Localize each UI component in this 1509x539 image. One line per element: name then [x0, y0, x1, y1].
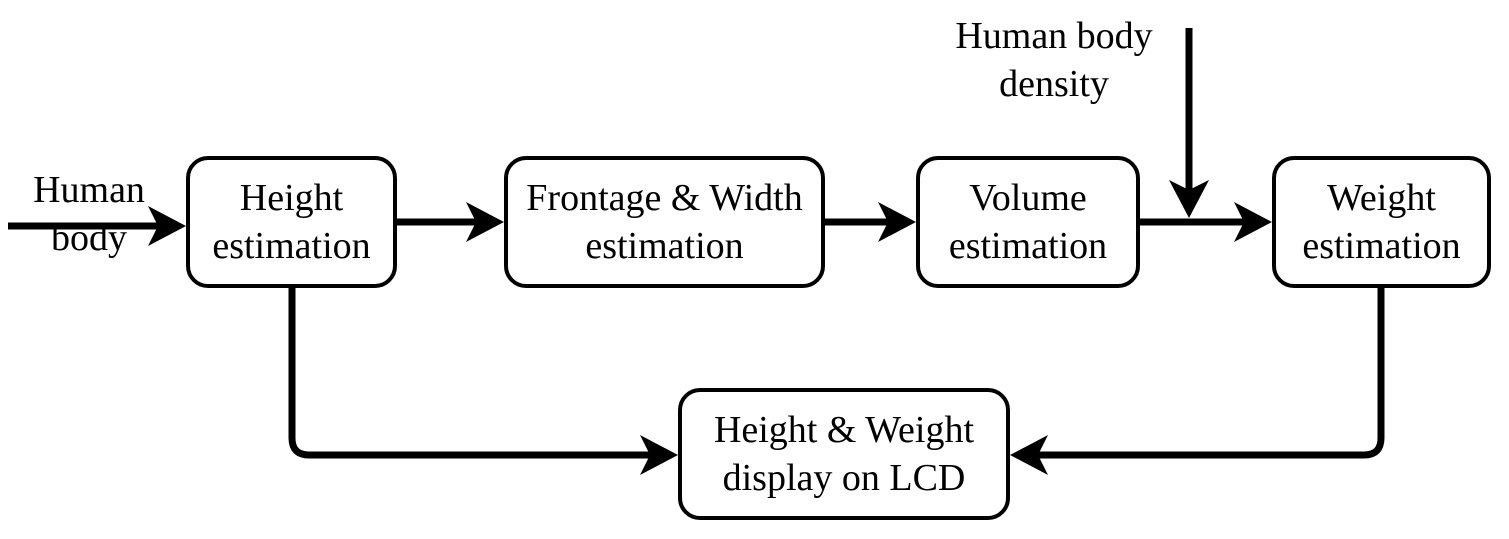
input-arrow-body-density: [1169, 28, 1209, 218]
human-body-label: Human body: [33, 169, 145, 259]
arrow-weight-to-display: [1010, 288, 1385, 475]
volume-estimation-block: Volume estimation: [916, 156, 1140, 288]
arrow-volume-to-weight: [1140, 202, 1272, 242]
frontage-width-estimation-block: Frontage & Width estimation: [504, 156, 825, 288]
input-arrow-human-body: [8, 206, 186, 246]
human-body-density-label: Human body density: [955, 15, 1153, 105]
arrow-height-to-frontage: [397, 202, 504, 242]
arrow-frontage-to-volume: [825, 202, 916, 242]
weight-estimation-block: Weight estimation: [1272, 156, 1491, 288]
arrow-height-to-display: [288, 288, 678, 475]
height-weight-display-block: Height & Weight display on LCD: [678, 388, 1010, 520]
height-estimation-block: Height estimation: [186, 156, 397, 288]
